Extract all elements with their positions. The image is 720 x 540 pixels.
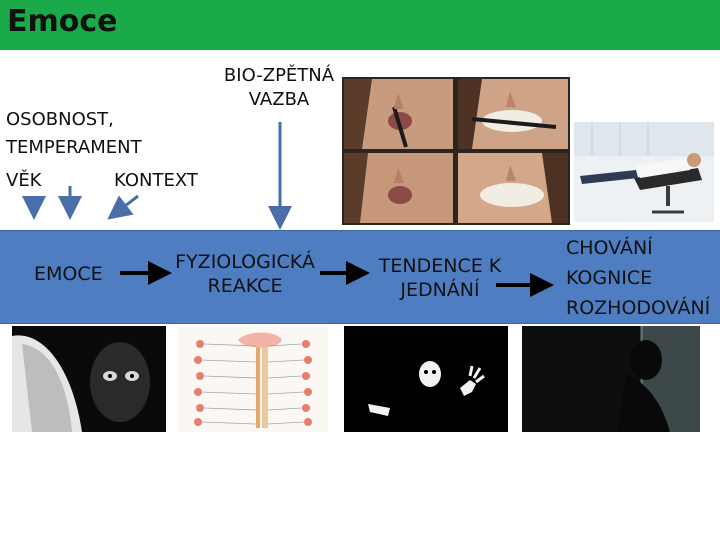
label-kontext: KONTEXT: [114, 170, 198, 191]
label-temperament: TEMPERAMENT: [6, 137, 142, 158]
photo-pen-faces: [342, 77, 570, 225]
flow-fyzio-line1: FYZIOLOGICKÁ: [175, 251, 315, 273]
label-biozpetna-line1: BIO-ZPĚTNÁ: [223, 65, 335, 86]
flow-fyzio-line2: REAKCE: [207, 275, 283, 297]
slide-title: Emoce: [7, 4, 118, 39]
photo-frightened-face: [12, 326, 166, 432]
label-biozpetna-line2: VAZBA: [248, 89, 310, 110]
flow-tendence-line2: JEDNÁNÍ: [400, 279, 480, 301]
title-bar: [0, 0, 720, 50]
flow-tendence-line1: TENDENCE K: [378, 255, 502, 277]
flow-fyziologicka-reakce: FYZIOLOGICKÁ REAKCE: [170, 250, 320, 298]
photo-reclining-chair: [574, 122, 714, 222]
photo-nervous-system-diagram: [178, 326, 328, 432]
label-vek: VĚK: [6, 170, 42, 191]
photo-dark-silhouette: [522, 326, 700, 432]
label-osobnost: OSOBNOST,: [6, 109, 114, 130]
flow-emoce: EMOCE: [34, 263, 103, 285]
arrow-kontext: [107, 194, 139, 220]
flow-rozhodovani: ROZHODOVÁNÍ: [566, 297, 711, 319]
flow-tendence-k-jednani: TENDENCE K JEDNÁNÍ: [370, 254, 510, 302]
label-biozpetna: BIO-ZPĚTNÁ VAZBA: [210, 64, 348, 112]
photo-hands-and-face: [344, 326, 508, 432]
flow-chovani: CHOVÁNÍ: [566, 237, 653, 259]
flow-kognice: KOGNICE: [566, 267, 653, 289]
